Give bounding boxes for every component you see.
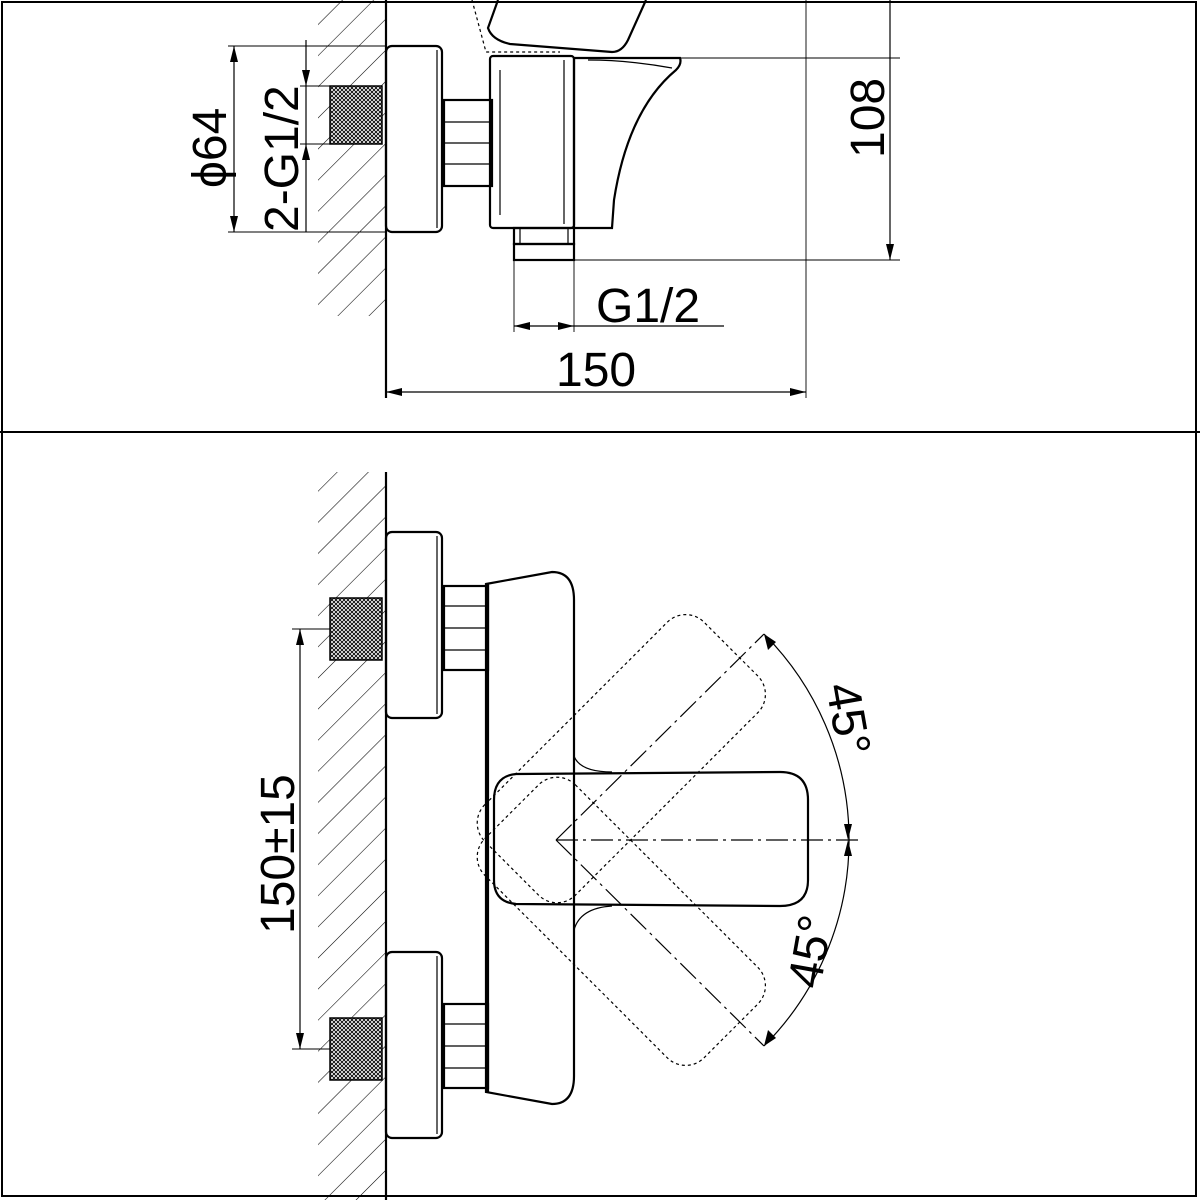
dim-angle-upper: 45° <box>815 679 880 760</box>
lower-inlet-thread <box>329 1017 383 1081</box>
dim-outlet-thread: G1/2 <box>596 280 700 333</box>
mixer-body-side <box>488 54 576 230</box>
wall-hatch-top <box>318 0 386 316</box>
lever-front <box>492 770 810 908</box>
spout-side <box>572 56 682 230</box>
lever-rotated-up <box>476 613 767 904</box>
dim-centers: 150±15 <box>252 774 305 934</box>
dim-width: 150 <box>556 344 636 397</box>
front-view: 45° 45° 150±15 <box>252 472 880 1200</box>
wall-flange <box>384 44 444 234</box>
dim-height: 108 <box>842 78 895 158</box>
angle-arc <box>763 633 850 1047</box>
lever-side <box>486 0 648 54</box>
outlet-nut <box>512 226 576 246</box>
dim-angle-lower: 45° <box>779 911 844 992</box>
dim-inlet-thread: 2-G1/2 <box>256 85 309 232</box>
inlet-thread <box>329 85 383 145</box>
side-view: ϕ64 2-G1/2 108 G1/2 150 <box>184 0 900 398</box>
upper-flange <box>384 530 444 720</box>
wall-hatch-bottom <box>318 472 386 1200</box>
mixer-body-front <box>484 570 576 1106</box>
lever-rotated-down <box>476 776 767 1067</box>
dim-diameter: ϕ64 <box>184 108 237 188</box>
lower-flange <box>384 950 444 1140</box>
outlet-thread <box>512 242 576 262</box>
upper-inlet-thread <box>329 597 383 661</box>
